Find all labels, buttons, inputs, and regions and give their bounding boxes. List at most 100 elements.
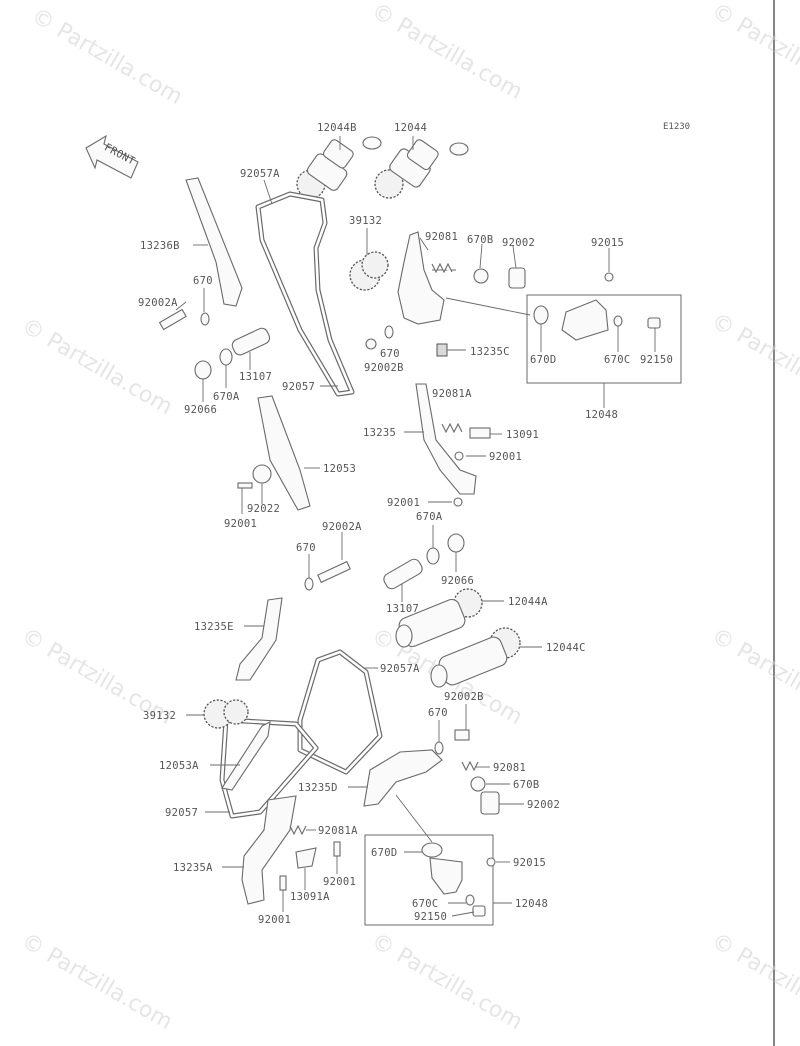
part-label: 670A	[416, 511, 443, 523]
part-label: 92057A	[380, 663, 420, 675]
tensioner-body	[561, 299, 609, 341]
part-label: 13235	[363, 427, 396, 439]
part-label: 12053	[323, 463, 356, 475]
camshaft-12044C	[430, 627, 521, 688]
plug-92002	[508, 267, 526, 289]
part-label: 92057	[165, 807, 198, 819]
part-label: 13235A	[173, 862, 213, 874]
watermark: © Partzilla.com	[707, 309, 800, 416]
watermark: © Partzilla.com	[27, 4, 187, 111]
washer-92022	[252, 464, 272, 484]
part-label: 92150	[640, 354, 673, 366]
part-label: 92001	[258, 914, 291, 926]
spring-92081	[461, 760, 479, 772]
part-label: 670B	[467, 234, 494, 246]
part-label: 13235C	[470, 346, 510, 358]
part-label: 92057	[282, 381, 315, 393]
part-label: 92015	[591, 237, 624, 249]
part-label: 13235D	[298, 782, 338, 794]
part-label: 670A	[213, 391, 240, 403]
watermark: © Partzilla.com	[707, 624, 800, 731]
guide-13235	[415, 383, 477, 495]
plug-92066	[447, 533, 465, 553]
guide-13235E	[235, 597, 283, 681]
plate-13091A	[295, 847, 317, 869]
part-label: 39132	[349, 215, 382, 227]
tensioner-13235D	[363, 749, 443, 807]
camshaft-12044B	[296, 136, 382, 199]
part-label: 92001	[224, 518, 257, 530]
part-label: 670	[193, 275, 213, 287]
washer-670A	[426, 547, 440, 565]
part-label: 670C	[604, 354, 631, 366]
block-13235C	[436, 343, 448, 357]
washer-670B	[473, 268, 489, 284]
guide-13235A	[241, 795, 297, 905]
washer-670	[434, 741, 444, 755]
watermark: © Partzilla.com	[17, 929, 177, 1036]
watermark: © Partzilla.com	[707, 0, 800, 105]
part-label: 92015	[513, 857, 546, 869]
washer-670-upper	[384, 325, 394, 339]
tensioner-body	[429, 857, 463, 895]
leader-lines-upper	[175, 136, 656, 514]
part-label: 92002	[527, 799, 560, 811]
washer-670	[200, 312, 210, 326]
part-label: 670B	[513, 779, 540, 791]
part-label: 92081	[493, 762, 526, 774]
plug-92002	[480, 791, 500, 815]
part-label: 92022	[247, 503, 280, 515]
part-label: 670	[296, 542, 316, 554]
part-label: 13091A	[290, 891, 330, 903]
part-label: 92002	[502, 237, 535, 249]
camshaft-12044A	[395, 588, 483, 648]
tensioner-13235C	[397, 231, 445, 325]
plug-92150	[647, 317, 661, 329]
labels-upper: 12044B 12044 92057A 13236B 39132 92081 6…	[138, 122, 673, 530]
bolt-92002A	[317, 560, 351, 584]
part-label: 92081A	[318, 825, 358, 837]
part-label: 92002A	[322, 521, 362, 533]
part-label: 13091	[506, 429, 539, 441]
watermark: © Partzilla.com	[367, 0, 527, 105]
bolt-92015	[486, 857, 496, 867]
front-arrow-icon: FRONT	[85, 134, 139, 179]
oring-670D	[421, 842, 443, 858]
plug-92150	[472, 905, 486, 917]
leader-lines-lower	[186, 525, 542, 917]
spring-92081A	[441, 422, 463, 434]
part-label: 12048	[515, 898, 548, 910]
part-label: 92002B	[364, 362, 404, 374]
part-label: 92066	[184, 404, 217, 416]
bolt-92001-lower	[453, 497, 463, 507]
part-label: 13235E	[194, 621, 234, 633]
part-label: 12044A	[508, 596, 548, 608]
part-label: 92066	[441, 575, 474, 587]
part-label: 12044B	[317, 122, 357, 134]
bolt-92001	[333, 841, 341, 857]
bolt-92001	[454, 451, 464, 461]
part-label: 670	[380, 348, 400, 360]
bolt-92002B	[365, 338, 377, 350]
part-label: 12044C	[546, 642, 586, 654]
part-label: 92001	[387, 497, 420, 509]
watermark: © Partzilla.com	[707, 929, 800, 1036]
bolt-92015	[604, 272, 614, 282]
washer-670B	[470, 776, 486, 792]
part-label: 92002A	[138, 297, 178, 309]
labels-lower: 670A 92002A 670 92066 13107 12044A 13235…	[143, 511, 586, 926]
part-label: 670	[428, 707, 448, 719]
washer-670	[304, 577, 314, 591]
part-label: 92081	[425, 231, 458, 243]
upper-assembly: 12044B 12044 92057A 13236B 39132 92081 6…	[138, 122, 682, 530]
bolt-92001-lower	[279, 875, 287, 891]
spring-92081A	[289, 824, 307, 836]
diagram-code: E1230	[663, 122, 690, 132]
guide-12053	[257, 395, 311, 511]
part-label: 12048	[585, 409, 618, 421]
oring-670C	[613, 315, 623, 327]
oring-670C	[465, 894, 475, 906]
part-label: 670D	[371, 847, 398, 859]
bolt-92002B	[454, 729, 470, 741]
